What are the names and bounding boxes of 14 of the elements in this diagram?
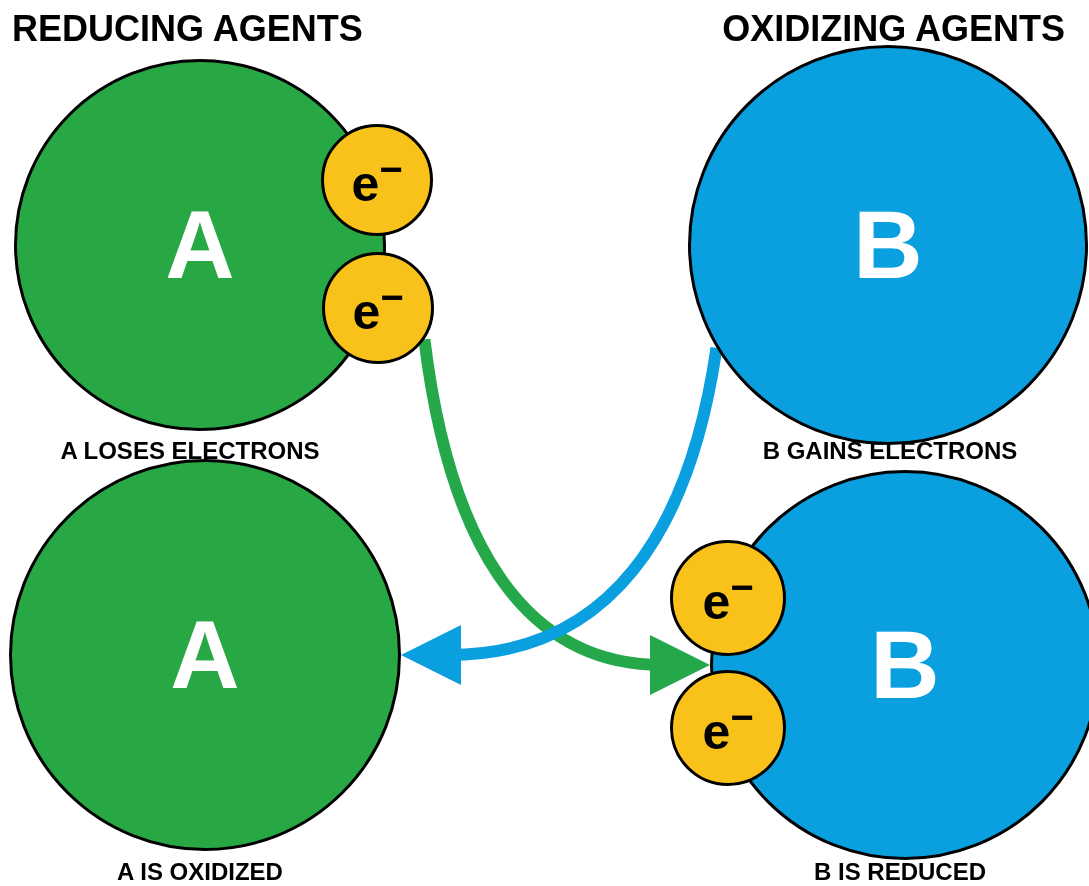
circle-caption: B GAINS ELECTRONS: [762, 437, 1018, 465]
column-heading: OXIDIZING AGENTS: [722, 8, 1065, 50]
circle-caption: A IS OXIDIZED: [117, 858, 283, 886]
circle-caption: B IS REDUCED: [814, 858, 986, 886]
atom-letter: B: [853, 190, 923, 300]
electron-symbol: e$^{−}$: [702, 565, 754, 631]
atom-letter: A: [165, 190, 235, 300]
atom-letter: B: [870, 610, 940, 720]
electron-symbol: e$^{−}$: [702, 695, 754, 761]
column-heading: REDUCING AGENTS: [12, 8, 363, 50]
electron-symbol: e$^{−}$: [351, 147, 403, 213]
atom-letter: A: [170, 600, 240, 710]
circle-caption: A LOSES ELECTRONS: [60, 437, 320, 465]
electron-symbol: e$^{−}$: [352, 275, 404, 341]
